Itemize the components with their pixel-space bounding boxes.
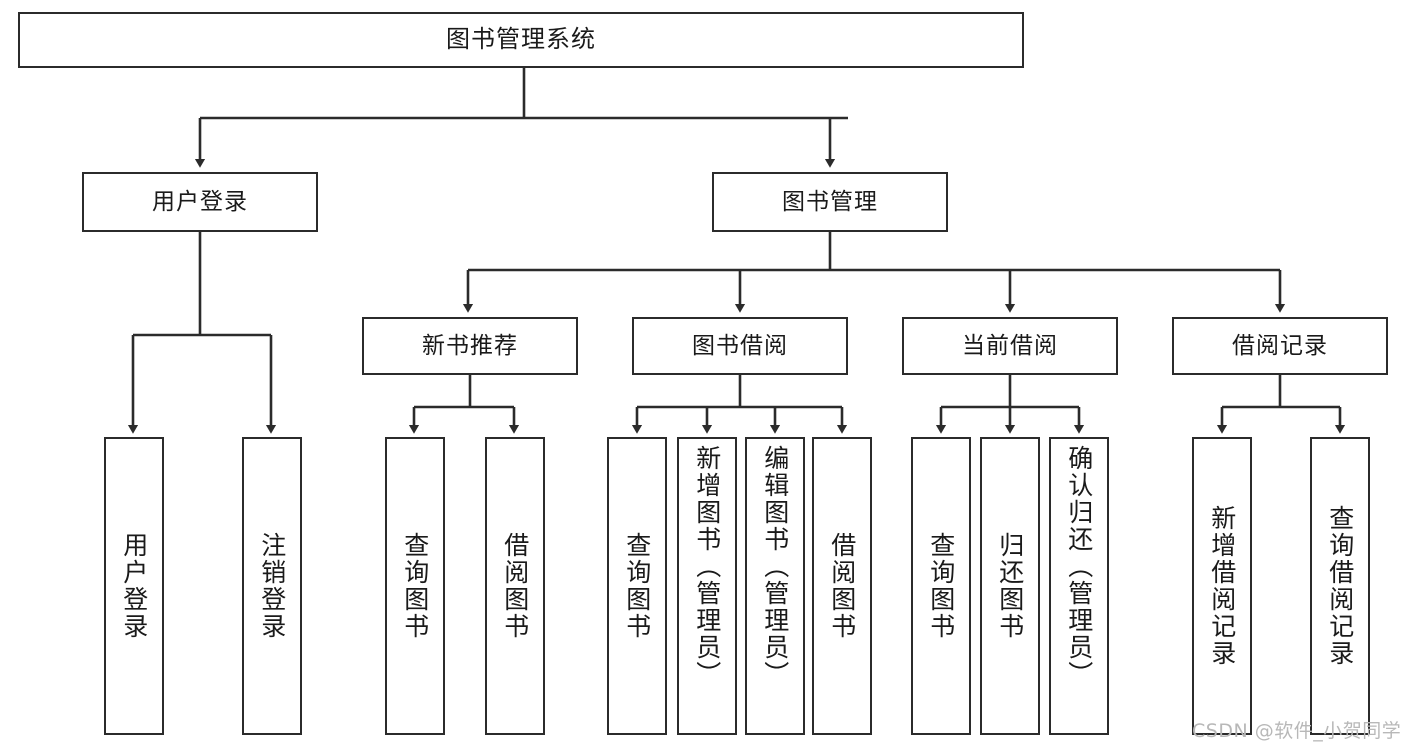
node-label: 新增借阅记录 — [1207, 505, 1237, 667]
node-book-manage[interactable]: 图书管理 — [712, 172, 948, 232]
node-label: 用户登录 — [152, 188, 248, 215]
node-current-borrow[interactable]: 当前借阅 — [902, 317, 1118, 375]
node-book-borrow[interactable]: 图书借阅 — [632, 317, 848, 375]
leaf-query-book-borrow[interactable]: 查询图书 — [607, 437, 667, 735]
node-label: 查询图书 — [622, 532, 652, 640]
leaf-add-book-admin[interactable]: 新增图书（管理员） — [677, 437, 737, 735]
node-root-system[interactable]: 图书管理系统 — [18, 12, 1024, 68]
node-label: 注销登录 — [257, 532, 287, 640]
node-label: 图书管理 — [782, 188, 878, 215]
leaf-confirm-return-admin[interactable]: 确认归还（管理员） — [1049, 437, 1109, 735]
leaf-borrow-book-borrow[interactable]: 借阅图书 — [812, 437, 872, 735]
node-label: 新增图书（管理员） — [692, 445, 722, 688]
node-label: 借阅图书 — [827, 532, 857, 640]
node-label: 编辑图书（管理员） — [760, 445, 790, 688]
node-label: 借阅记录 — [1232, 332, 1328, 359]
leaf-edit-book-admin[interactable]: 编辑图书（管理员） — [745, 437, 805, 735]
node-user-login[interactable]: 用户登录 — [82, 172, 318, 232]
node-label: 查询图书 — [400, 532, 430, 640]
leaf-query-book-recommend[interactable]: 查询图书 — [385, 437, 445, 735]
leaf-borrow-book-recommend[interactable]: 借阅图书 — [485, 437, 545, 735]
node-label: 新书推荐 — [422, 332, 518, 359]
leaf-add-borrow-record[interactable]: 新增借阅记录 — [1192, 437, 1252, 735]
node-label: 用户登录 — [119, 532, 149, 640]
node-label: 当前借阅 — [962, 332, 1058, 359]
node-borrow-record[interactable]: 借阅记录 — [1172, 317, 1388, 375]
node-label: 查询图书 — [926, 532, 956, 640]
leaf-return-book[interactable]: 归还图书 — [980, 437, 1040, 735]
leaf-query-book-current[interactable]: 查询图书 — [911, 437, 971, 735]
node-label: 查询借阅记录 — [1325, 505, 1355, 667]
node-label: 归还图书 — [995, 532, 1025, 640]
node-label: 图书管理系统 — [446, 25, 596, 54]
leaf-user-login[interactable]: 用户登录 — [104, 437, 164, 735]
node-label: 确认归还（管理员） — [1064, 445, 1094, 688]
node-label: 图书借阅 — [692, 332, 788, 359]
leaf-query-borrow-record[interactable]: 查询借阅记录 — [1310, 437, 1370, 735]
csdn-watermark: CSDN @软件_小贺同学 — [1192, 720, 1402, 742]
leaf-logout-login[interactable]: 注销登录 — [242, 437, 302, 735]
node-new-book-recommend[interactable]: 新书推荐 — [362, 317, 578, 375]
node-label: 借阅图书 — [500, 532, 530, 640]
